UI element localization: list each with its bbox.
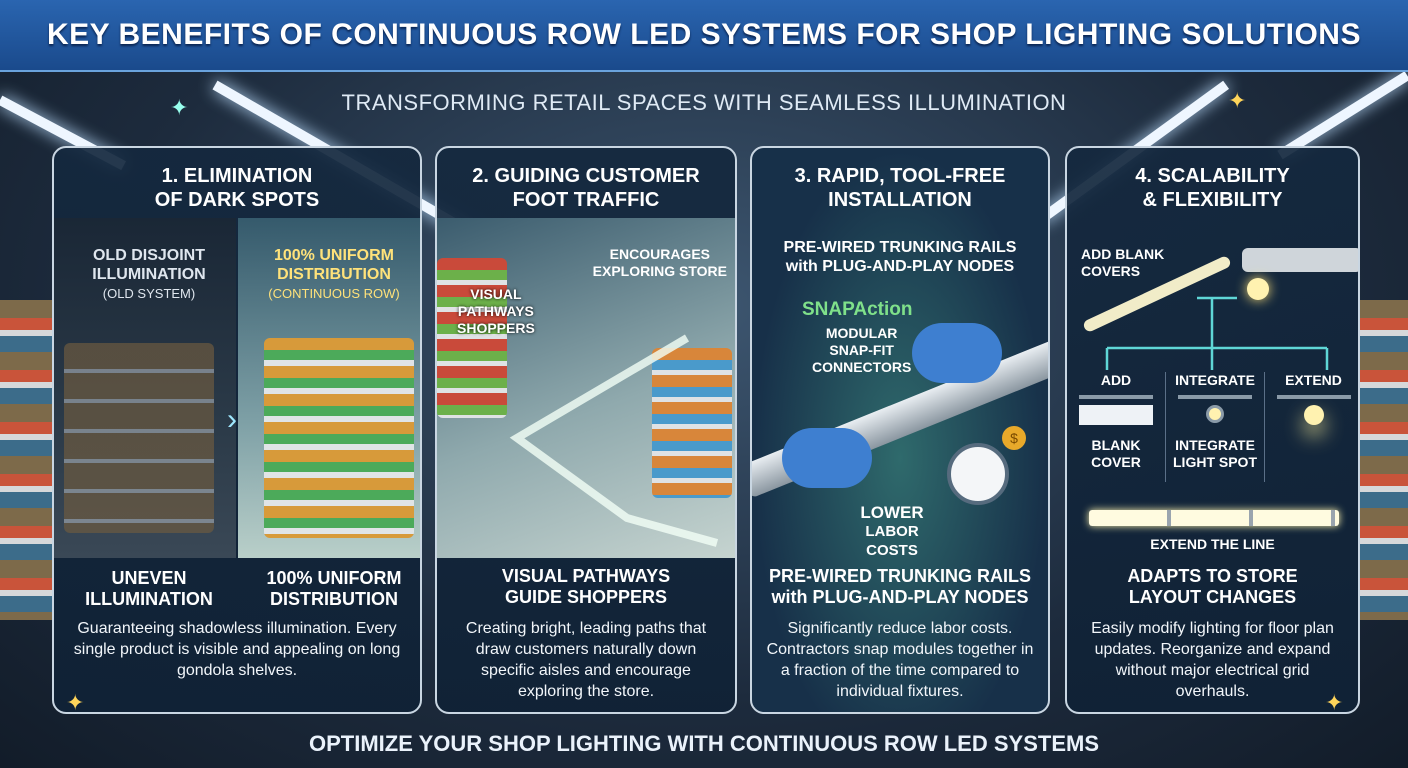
panel-description: Guaranteeing shadowless illumination. Ev… bbox=[73, 620, 401, 679]
spotlight-icon bbox=[1206, 405, 1224, 423]
panel-label: ADAPTS TO STORE bbox=[1127, 566, 1298, 586]
option-label: ADD bbox=[1100, 372, 1132, 388]
coin-icon: $ bbox=[1002, 426, 1026, 450]
option-caption: INTEGRATE bbox=[1175, 437, 1255, 453]
page-title: KEY BENEFITS OF CONTINUOUS ROW LED SYSTE… bbox=[47, 18, 1361, 51]
new-system-heading: DISTRIBUTION bbox=[277, 266, 391, 283]
sparkle-icon: ✦ bbox=[1325, 690, 1344, 715]
uneven-label: UNEVEN bbox=[111, 568, 187, 588]
cost-text: LOWER bbox=[860, 503, 924, 522]
right-store-shelf bbox=[1358, 300, 1408, 620]
connector-text: SNAP-FIT bbox=[829, 342, 894, 358]
blank-cover-icon bbox=[1079, 405, 1153, 425]
panel-label: PRE-WIRED TRUNKING RAILS bbox=[769, 566, 1031, 586]
callout-text: ENCOURAGES bbox=[609, 246, 711, 262]
sparkle-icon: ✦ bbox=[1228, 88, 1247, 113]
callout-text: VISUAL bbox=[470, 286, 522, 302]
spotlight-icon bbox=[1247, 278, 1269, 300]
old-system-heading: OLD DISJOINT bbox=[92, 247, 205, 264]
uniform-label: DISTRIBUTION bbox=[270, 589, 398, 609]
footer-tagline: OPTIMIZE YOUR SHOP LIGHTING WITH CONTINU… bbox=[309, 731, 1099, 756]
option-label: EXTEND bbox=[1285, 372, 1342, 388]
clock-icon bbox=[947, 443, 1009, 505]
callout-text: PATHWAYS bbox=[457, 303, 534, 319]
gloved-hand-illustration bbox=[912, 323, 1002, 383]
shelf-products bbox=[264, 338, 414, 538]
add-blank-text: ADD BLANK bbox=[1081, 246, 1165, 262]
title-banner: KEY BENEFITS OF CONTINUOUS ROW LED SYSTE… bbox=[0, 0, 1408, 72]
trunking-heading: PRE-WIRED TRUNKING RAILS bbox=[783, 239, 1017, 256]
uniform-label: 100% UNIFORM bbox=[266, 568, 402, 588]
gloved-hand-illustration bbox=[782, 428, 872, 488]
panel-description: Creating bright, leading paths that draw… bbox=[465, 620, 707, 700]
option-label: INTEGRATE bbox=[1175, 372, 1255, 388]
trunking-heading: with PLUG-AND-PLAY NODES bbox=[785, 258, 1015, 275]
shelf-products bbox=[652, 348, 732, 498]
panel-title: 4. SCALABILITY bbox=[1135, 165, 1290, 187]
shelf-products bbox=[437, 258, 507, 418]
sparkle-icon: ✦ bbox=[170, 95, 189, 120]
led-line-illustration bbox=[1089, 510, 1339, 526]
option-extend: EXTEND bbox=[1265, 372, 1358, 425]
connector-text: MODULAR bbox=[825, 325, 898, 341]
shelf-products bbox=[64, 343, 214, 533]
spotlight-icon bbox=[1303, 405, 1324, 425]
new-system-heading: 100% UNIFORM bbox=[273, 247, 395, 264]
callout-text: SHOPPERS bbox=[457, 320, 535, 336]
option-caption: LIGHT SPOT bbox=[1173, 454, 1257, 470]
track-rail-illustration bbox=[1242, 248, 1358, 272]
option-caption: BLANK bbox=[1091, 437, 1141, 453]
branch-arrows bbox=[1105, 296, 1329, 370]
connector-text: CONNECTORS bbox=[812, 359, 912, 375]
panel-title: & FLEXIBILITY bbox=[1142, 189, 1283, 211]
snapaction-brand: SNAPAction bbox=[802, 299, 913, 320]
cost-text: LABOR COSTS bbox=[865, 523, 919, 559]
old-system-note: (OLD SYSTEM) bbox=[102, 286, 196, 301]
subtitle: TRANSFORMING RETAIL SPACES WITH SEAMLESS… bbox=[341, 90, 1067, 115]
panel-description: Easily modify lighting for floor plan up… bbox=[1091, 620, 1334, 700]
panel-label: LAYOUT CHANGES bbox=[1128, 587, 1297, 607]
panel-title: 2. GUIDING CUSTOMER bbox=[472, 165, 700, 187]
old-system-heading: ILLUMINATION bbox=[92, 266, 206, 283]
guiding-path-arrows bbox=[509, 334, 719, 547]
left-store-shelf bbox=[0, 300, 52, 620]
arrow-right-icon: › bbox=[227, 403, 237, 436]
sparkle-icon: ✦ bbox=[66, 690, 85, 715]
panel-label: GUIDE SHOPPERS bbox=[504, 587, 668, 607]
uneven-label: ILLUMINATION bbox=[85, 589, 213, 609]
panel-title: FOOT TRAFFIC bbox=[512, 189, 660, 211]
option-caption: COVER bbox=[1091, 454, 1141, 470]
new-system-note: (CONTINUOUS ROW) bbox=[268, 286, 400, 301]
panel-title: INSTALLATION bbox=[828, 189, 972, 211]
panel-title: 3. RAPID, TOOL-FREE bbox=[794, 165, 1006, 187]
extend-line-text: EXTEND THE LINE bbox=[1150, 536, 1275, 552]
callout-text: EXPLORING STORE bbox=[592, 263, 727, 279]
panel-label: with PLUG-AND-PLAY NODES bbox=[771, 587, 1029, 607]
panel-title: 1. ELIMINATION bbox=[161, 165, 313, 187]
panel-description: Significantly reduce labor costs. Contra… bbox=[766, 620, 1034, 700]
panel-label: VISUAL PATHWAYS bbox=[501, 566, 671, 586]
add-blank-text: COVERS bbox=[1081, 263, 1141, 279]
panel-title: OF DARK SPOTS bbox=[154, 189, 320, 211]
